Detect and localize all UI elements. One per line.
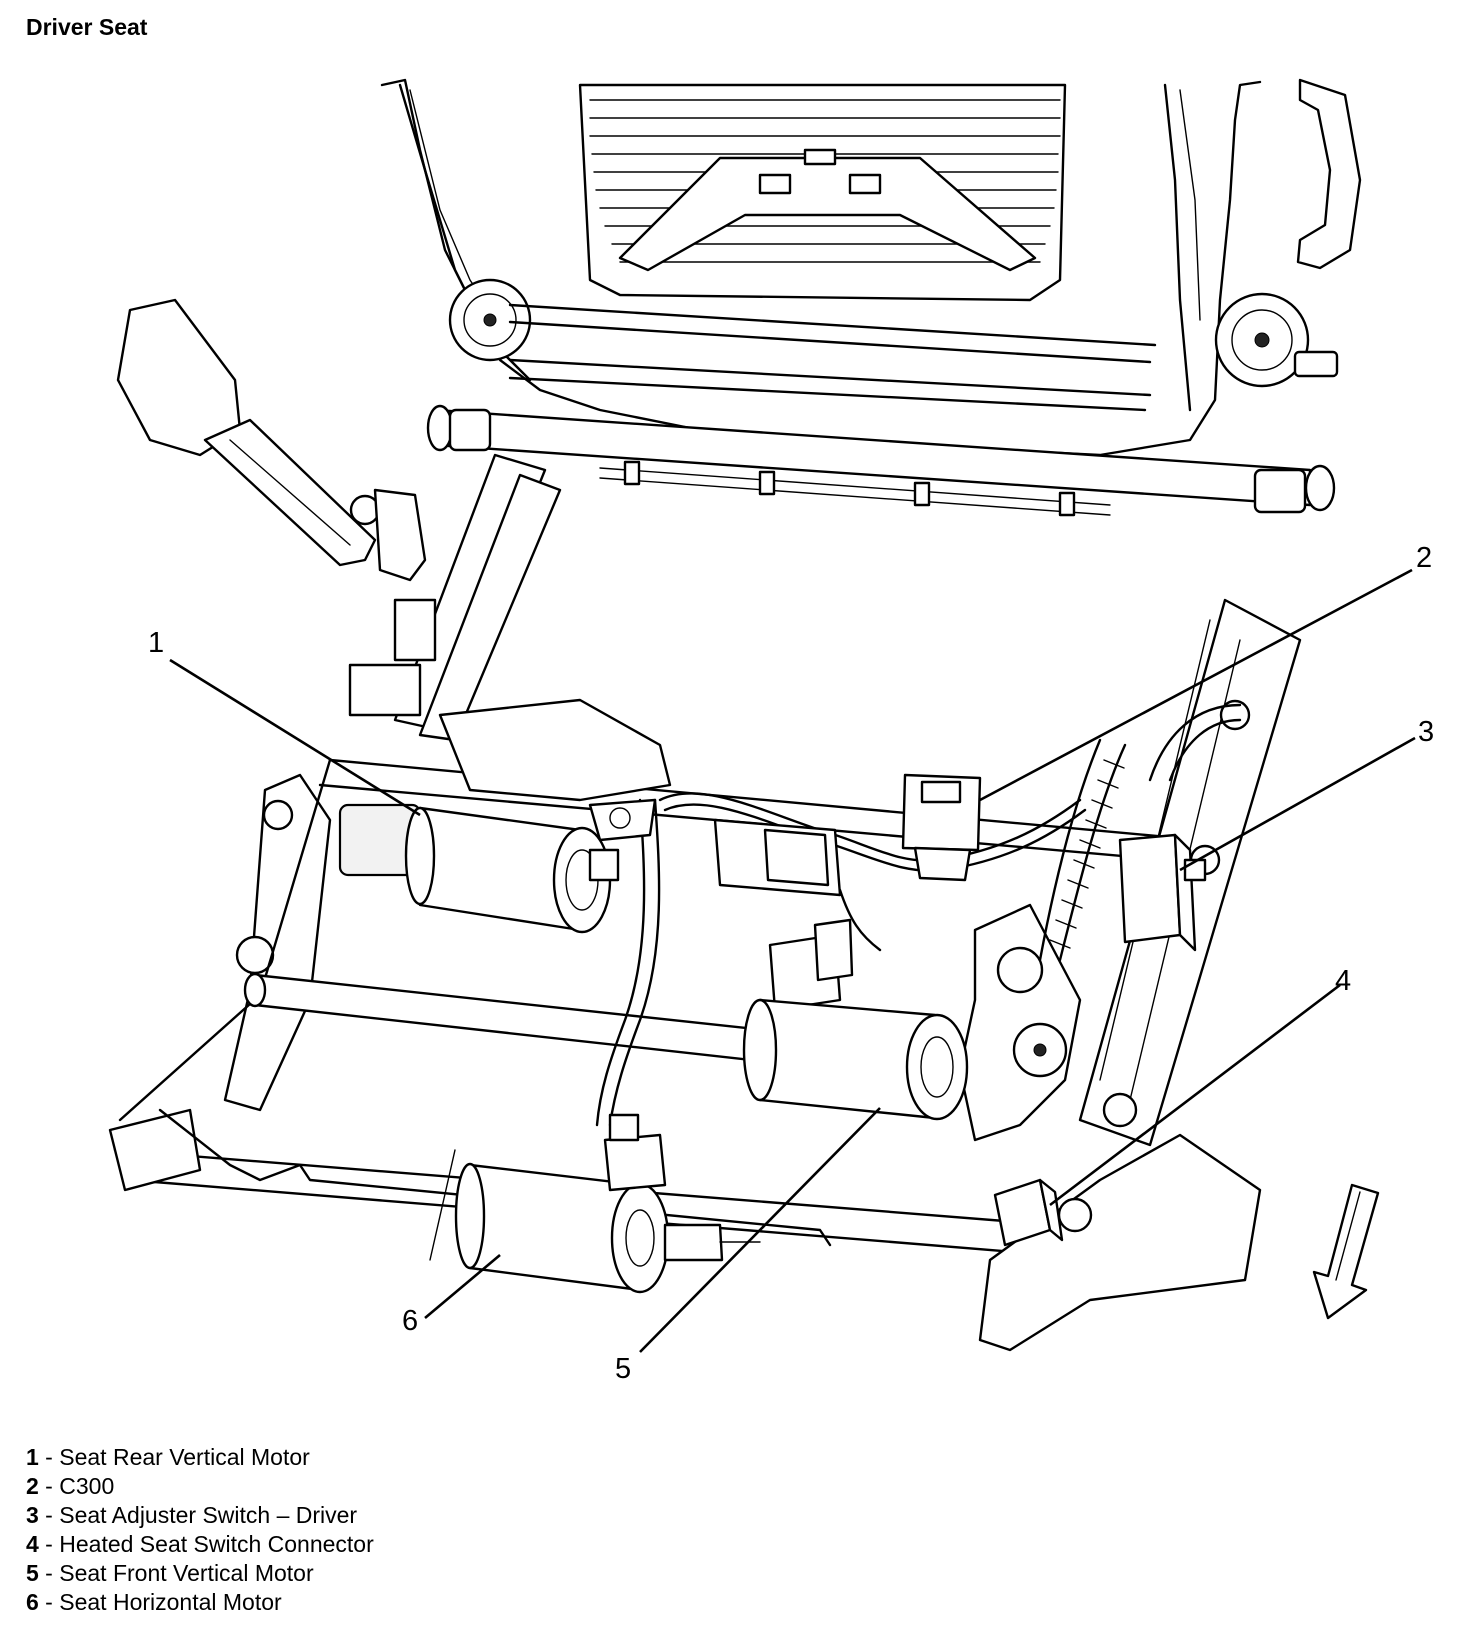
seat-rear-vertical-motor	[338, 803, 620, 934]
forward-direction-arrow	[1312, 1183, 1380, 1320]
connector-c300	[901, 773, 982, 882]
legend-item: 3 - Seat Adjuster Switch – Driver	[26, 1501, 374, 1530]
diagram-title: Driver Seat	[26, 14, 148, 40]
seat-belt-buckle	[116, 298, 427, 582]
legend-number: 5	[26, 1560, 39, 1586]
legend-item: 4 - Heated Seat Switch Connector	[26, 1530, 374, 1559]
legend-label: Seat Front Vertical Motor	[59, 1560, 314, 1586]
legend-item: 6 - Seat Horizontal Motor	[26, 1588, 374, 1617]
legend-separator: -	[38, 1502, 60, 1528]
legend-separator: -	[38, 1589, 60, 1615]
legend-separator: -	[38, 1531, 60, 1557]
front-riser-bracket	[958, 903, 1082, 1142]
callout-1: 1	[148, 627, 164, 659]
callout-3: 3	[1418, 716, 1434, 748]
legend-label: Seat Adjuster Switch – Driver	[59, 1502, 358, 1528]
legend-number: 6	[26, 1589, 39, 1615]
legend-label: Seat Horizontal Motor	[59, 1589, 282, 1615]
legend-label: C300	[59, 1473, 115, 1499]
upper-cross-tube	[426, 404, 1336, 517]
legend-item: 2 - C300	[26, 1472, 374, 1501]
legend-label: Heated Seat Switch Connector	[59, 1531, 374, 1557]
heated-seat-switch-connector	[993, 1178, 1064, 1247]
legend-number: 1	[26, 1444, 39, 1470]
legend-item: 5 - Seat Front Vertical Motor	[26, 1559, 374, 1588]
seat-back-frame	[380, 78, 1362, 457]
callout-5: 5	[615, 1353, 631, 1385]
legend-number: 4	[26, 1531, 39, 1557]
legend-item: 1 - Seat Rear Vertical Motor	[26, 1443, 374, 1472]
left-side-riser	[223, 453, 1202, 1112]
legend-separator: -	[38, 1473, 60, 1499]
center-bracket	[438, 698, 672, 842]
callout-4: 4	[1335, 965, 1351, 997]
callout-leader-lines	[169, 568, 1416, 1353]
seat-front-vertical-motor	[742, 918, 969, 1121]
center-connector-block	[713, 818, 842, 897]
legend-separator: -	[38, 1444, 60, 1470]
legend-number: 2	[26, 1473, 39, 1499]
seat-horizontal-motor	[429, 1113, 761, 1294]
callout-legend: 1 - Seat Rear Vertical Motor 2 - C300 3 …	[26, 1443, 374, 1617]
callout-2: 2	[1416, 542, 1432, 574]
wiring-harness	[595, 703, 1242, 1127]
seat-adjuster-switch	[1118, 833, 1207, 952]
legend-separator: -	[38, 1560, 60, 1586]
callout-6: 6	[402, 1305, 418, 1337]
legend-label: Seat Rear Vertical Motor	[59, 1444, 310, 1470]
legend-number: 3	[26, 1502, 39, 1528]
